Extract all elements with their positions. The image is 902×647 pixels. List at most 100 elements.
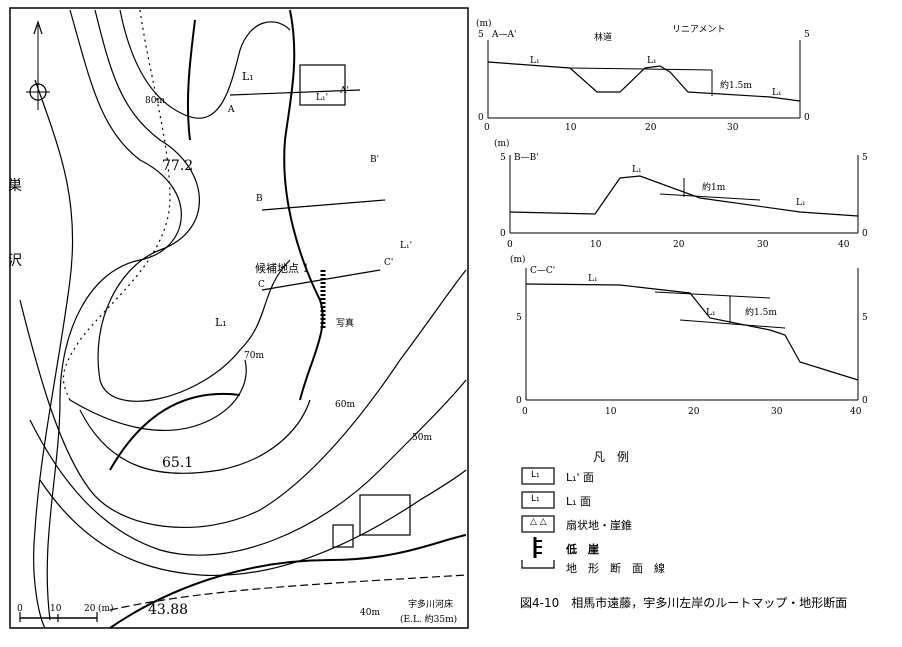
x-tick: 30	[757, 240, 769, 250]
x-tick: 20	[688, 407, 700, 417]
legend-item-fan: 扇状地・崖錐	[566, 519, 632, 532]
unit-label-prime: L₁'	[316, 93, 328, 103]
y-tick: 5	[478, 30, 484, 40]
surface-line	[659, 193, 761, 201]
legend-item-l1-prime: L₁' 面	[566, 471, 595, 484]
x-tick: 20	[645, 123, 657, 133]
spot-height-65: 65.1	[162, 455, 193, 471]
x-tick: 20	[673, 240, 685, 250]
y-tick: 0	[516, 396, 522, 406]
section-c: C—C' L₁ L₁ 約1.5m 0 10 20 30 40 5 0 5 0 (…	[510, 254, 868, 417]
x-tick: 0	[522, 407, 528, 417]
building	[359, 494, 411, 536]
y-tick: 5	[862, 313, 868, 323]
legend-symbol-text: L₁	[531, 494, 540, 504]
figure-caption: 図4-10 相馬市遠藤，宇多川左岸のルートマップ・地形断面	[520, 596, 848, 610]
height-label: 約1.5m	[745, 306, 777, 318]
contour-label-60: 60m	[335, 400, 355, 410]
y-tick: 5	[862, 153, 868, 163]
map-labels: 巣 沢 80m 70m 60m 50m 40m 77.2 65.1 43.88 …	[8, 70, 457, 625]
x-tick: 40	[838, 240, 850, 250]
spot-height-77: 77.2	[162, 158, 193, 174]
y-tick: 5	[804, 30, 810, 40]
contour-label-50: 50m	[412, 433, 432, 443]
section-a: A—A' リニアメント 林道 L₁ L₁ L₁ 約1.5m 0 10 20 30…	[476, 18, 810, 133]
scale-tick-label: 20	[84, 604, 96, 614]
contour-line	[29, 379, 467, 556]
section-mark-a: A	[227, 105, 235, 115]
section-line-b	[261, 199, 386, 211]
unit-label-prime: L₁'	[400, 241, 412, 251]
unit-label: L₁	[647, 56, 657, 66]
profile-line	[509, 175, 859, 217]
height-label: 約1m	[702, 181, 726, 193]
unit-label: L₁	[530, 56, 540, 66]
x-tick: 10	[590, 240, 602, 250]
contour-line	[94, 9, 291, 402]
contour-line	[19, 269, 467, 529]
contour-line	[79, 399, 311, 474]
section-mark-b: B	[256, 194, 263, 204]
building	[332, 524, 354, 548]
river-bed-elevation: (E.L. 約35m)	[400, 613, 457, 625]
section-mark-a-prime: A'	[339, 86, 349, 96]
legend-item-low-cliff: 低 崖	[566, 543, 599, 556]
stream-name-char-2: 沢	[8, 253, 22, 269]
contour-label-80: 80m	[145, 96, 165, 106]
boundary-dotted	[62, 9, 171, 401]
river-bed-label: 宇多川河床	[408, 598, 453, 610]
north-arrow-head	[33, 20, 43, 35]
y-tick: 5	[516, 313, 522, 323]
section-b: B—B' L₁ 約1m L₁ 0 10 20 30 40 5 0 5 0 (m)	[494, 138, 868, 250]
x-tick: 0	[484, 123, 490, 133]
x-tick: 10	[565, 123, 577, 133]
height-label: 約1.5m	[720, 79, 752, 91]
legend-symbols	[521, 467, 555, 569]
legend-symbol-l1-prime	[521, 467, 555, 485]
scale-tick-label: 10	[50, 604, 62, 614]
unit-label: L₁	[215, 316, 227, 329]
y-tick: 0	[804, 113, 810, 123]
surface-line	[569, 67, 713, 71]
spot-height-43: 43.88	[148, 602, 188, 618]
legend-symbol-section-line	[521, 560, 555, 569]
contour-line	[46, 9, 182, 621]
legend-symbol-l1	[521, 491, 555, 509]
river-line	[109, 574, 467, 611]
unit-label: L₁	[632, 165, 642, 175]
x-tick: 30	[771, 407, 783, 417]
scale-unit: (m)	[98, 603, 114, 614]
legend-symbol-text: L₁	[531, 470, 540, 480]
building	[299, 64, 346, 106]
profile-line	[525, 283, 859, 381]
river-bank	[109, 534, 467, 629]
legend-title: 凡 例	[593, 450, 630, 464]
forest-road-label: 林道	[594, 31, 612, 43]
candidate-site-label: 候補地点 1	[255, 261, 310, 275]
unit-label: L₁	[706, 308, 716, 318]
stream-name-char-1: 巣	[8, 178, 22, 194]
surface-line	[654, 291, 771, 299]
section-mark-b-prime: B'	[370, 155, 379, 165]
x-tick: 10	[605, 407, 617, 417]
section-id: A—A'	[491, 30, 516, 40]
lineament-label: リニアメント	[672, 25, 726, 35]
x-tick: 40	[850, 407, 862, 417]
photo-label: 写真	[336, 317, 354, 329]
low-cliff	[109, 392, 241, 471]
surface-line	[679, 319, 786, 329]
contour-line	[33, 79, 74, 629]
low-cliff	[186, 19, 196, 141]
legend-item-section-line: 地 形 断 面 線	[566, 562, 665, 575]
legend-item-l1: L₁ 面	[566, 495, 592, 508]
contour-label-70: 70m	[244, 351, 264, 361]
section-mark-c-prime: C'	[384, 258, 393, 268]
unit-label: L₁	[242, 70, 254, 83]
section-mark-c: C	[258, 280, 265, 290]
contour-label-40: 40m	[360, 608, 380, 618]
unit-label: L₁	[772, 88, 782, 98]
contour-line	[39, 469, 467, 577]
unit: (m)	[494, 138, 510, 149]
topographic-map	[9, 7, 469, 629]
